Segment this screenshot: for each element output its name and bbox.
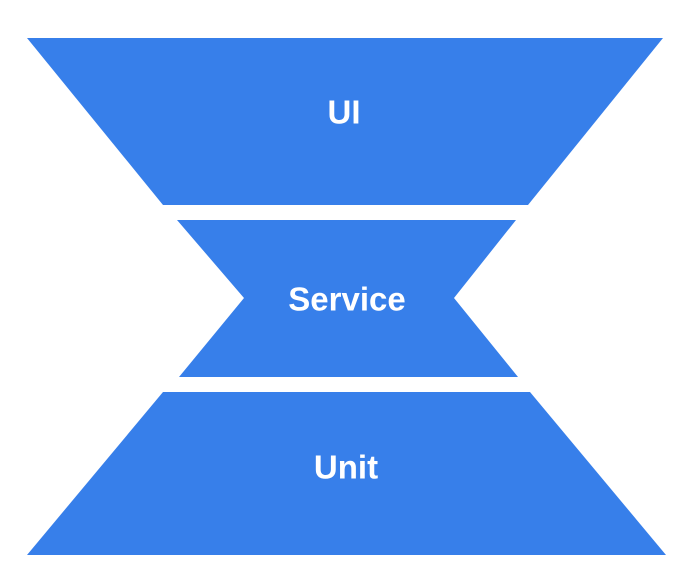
layer-service-label: Service <box>288 281 405 318</box>
layer-unit: Unit <box>27 392 666 555</box>
layer-service: Service <box>177 220 518 377</box>
layer-unit-shape <box>27 392 666 555</box>
layer-ui: UI <box>27 38 663 205</box>
layer-service-shape <box>177 220 518 377</box>
layer-unit-label: Unit <box>314 449 378 486</box>
layer-ui-shape <box>27 38 663 205</box>
layer-ui-label: UI <box>328 94 361 131</box>
